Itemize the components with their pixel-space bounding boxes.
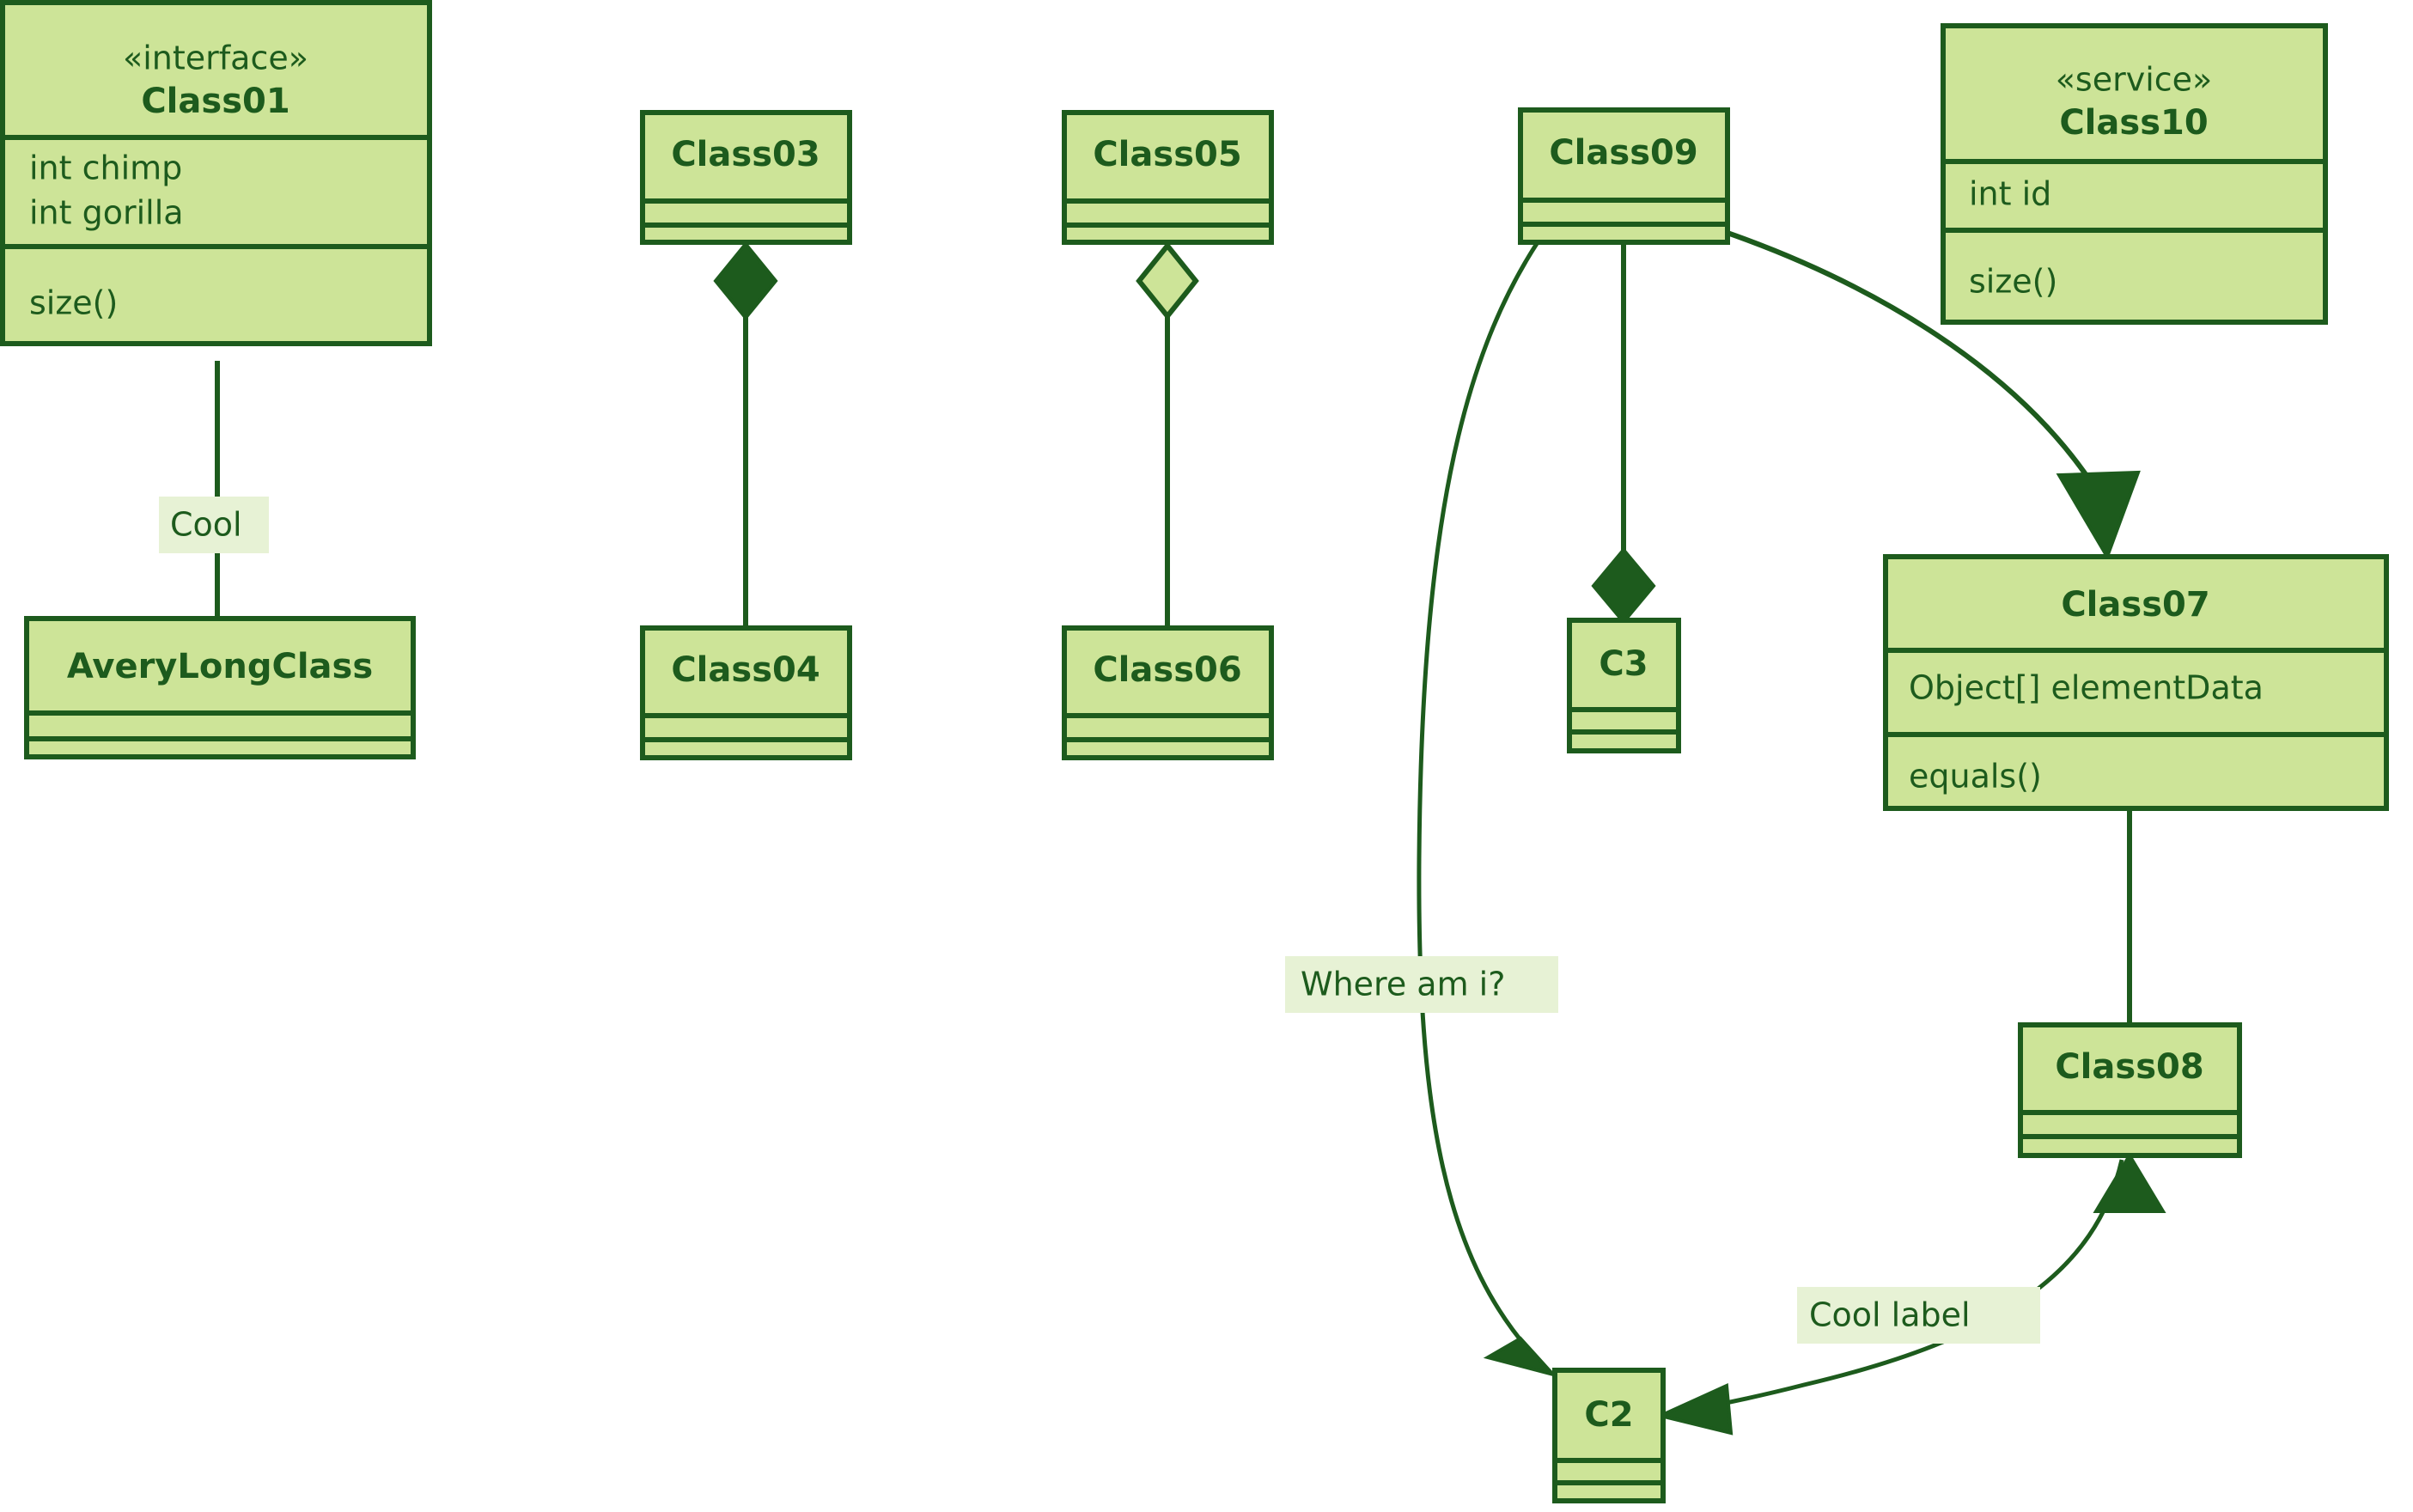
edge-label-where-am-i: Where am i? — [1285, 956, 1558, 1013]
class-name: Class08 — [2055, 1047, 2203, 1087]
filled-diamond-icon — [1591, 546, 1656, 625]
class-name: Class04 — [671, 650, 820, 690]
edge-label-cool-label: Cool label — [1797, 1287, 2040, 1344]
class-name: Class07 — [2061, 585, 2209, 625]
class-box-frame — [640, 625, 852, 760]
edge-curve — [1673, 1159, 2124, 1416]
class-name: Class09 — [1549, 133, 1697, 173]
class-box-class05[interactable]: Class05 — [1062, 110, 1274, 245]
class-attribute: int id — [1969, 175, 2051, 213]
class-box-frame — [640, 110, 852, 245]
relation-class09-c2[interactable] — [1417, 241, 1558, 1378]
class-box-class03[interactable]: Class03 — [640, 110, 852, 245]
class-method: equals() — [1909, 758, 2042, 796]
edge-label-cool: Cool — [159, 497, 269, 553]
relation-class09-class07[interactable] — [1724, 229, 2141, 561]
class-name: C3 — [1599, 644, 1648, 684]
class-box-frame — [1567, 618, 1681, 753]
edge-label-background — [1797, 1287, 2040, 1344]
filled-triangle-arrowhead-icon — [2056, 470, 2141, 561]
open-arrow-head-icon — [1483, 1336, 1558, 1378]
class-box-class08[interactable]: Class08 — [2018, 1022, 2242, 1158]
class-name: Class03 — [671, 135, 820, 174]
edge-label-background — [1285, 956, 1558, 1013]
class-stereotype: «service» — [2056, 61, 2213, 99]
relation-aggregation-class05-class06[interactable] — [1136, 241, 1199, 628]
class-box-class06[interactable]: Class06 — [1062, 625, 1274, 760]
open-arrow-head-icon — [2093, 1152, 2166, 1213]
class-box-averylongclass[interactable]: AveryLongClass — [24, 616, 416, 759]
class-name: Class10 — [2059, 103, 2208, 143]
class-name: AveryLongClass — [67, 647, 373, 686]
edge-label-text: Cool — [170, 506, 242, 544]
class-box-frame — [1062, 625, 1274, 760]
class-method: size() — [1969, 263, 2057, 301]
class-box-c2[interactable]: C2 — [1552, 1368, 1666, 1503]
class-name: C2 — [1584, 1395, 1633, 1435]
class-box-c3[interactable]: C3 — [1567, 618, 1681, 753]
class-stereotype: «interface» — [123, 40, 308, 77]
relation-class08-incoming-arrowhead — [2093, 1152, 2166, 1213]
class-attribute: int chimp — [29, 149, 182, 187]
class-name: Class05 — [1093, 135, 1241, 174]
class-box-class09[interactable]: Class09 — [1518, 107, 1730, 245]
relation-composition-class09-c3[interactable] — [1591, 242, 1656, 625]
relation-class08-c2[interactable] — [1654, 1159, 2124, 1436]
hollow-diamond-icon — [1136, 241, 1199, 320]
relation-composition-class03-class04[interactable] — [713, 241, 778, 628]
filled-diamond-icon — [713, 241, 778, 321]
class-box-frame — [1552, 1368, 1666, 1503]
class-box-class10[interactable]: «service» Class10 int id size() — [1941, 23, 2328, 325]
class-attribute: Object[] elementData — [1909, 669, 2264, 707]
class-box-frame — [1883, 554, 2389, 811]
class-box-frame — [1941, 23, 2328, 325]
class-box-frame — [1518, 107, 1730, 245]
class-box-frame — [24, 616, 416, 759]
class-name: Class06 — [1093, 650, 1241, 690]
class-box-frame — [0, 0, 432, 346]
open-arrow-head-icon — [1654, 1383, 1734, 1436]
class-box-frame — [2018, 1022, 2242, 1158]
class-name: Class01 — [141, 82, 289, 121]
class-attribute: int gorilla — [29, 194, 184, 232]
class-method: size() — [29, 284, 118, 322]
class-box-class01[interactable]: «interface» Class01 int chimp int gorill… — [0, 0, 432, 346]
edge-curve — [1724, 229, 2099, 491]
class-box-class04[interactable]: Class04 — [640, 625, 852, 760]
edge-curve — [1417, 241, 1544, 1366]
edge-label-text: Cool label — [1809, 1296, 1971, 1334]
edge-label-text: Where am i? — [1301, 966, 1505, 1003]
class-box-frame — [1062, 110, 1274, 245]
edge-label-background — [159, 497, 269, 553]
class-box-class07[interactable]: Class07 Object[] elementData equals() — [1883, 554, 2389, 811]
